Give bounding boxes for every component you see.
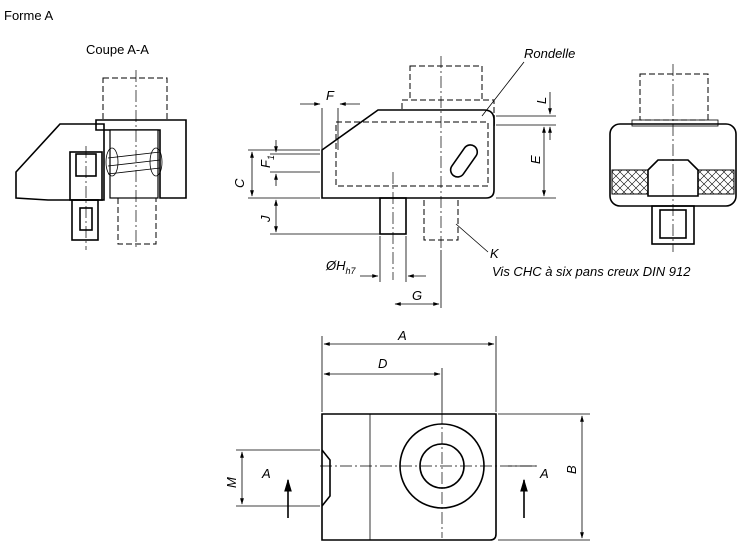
label-screw-desc: Vis CHC à six pans creux DIN 912 <box>492 264 691 279</box>
dim-f: F <box>326 88 335 103</box>
top-view <box>320 412 540 541</box>
dim-d: D <box>378 356 387 371</box>
section-view <box>15 70 187 250</box>
dim-j: J <box>258 215 273 223</box>
section-title: Coupe A-A <box>86 42 149 57</box>
label-screw-ref: K <box>490 246 500 261</box>
front-view-dimensions: F F1 C J L E ØHh7 G <box>232 88 556 308</box>
dim-c: C <box>232 178 247 188</box>
top-view-dimensions: A D B M <box>224 328 590 541</box>
dim-e: E <box>528 155 543 164</box>
dim-a: A <box>397 328 407 343</box>
dim-m: M <box>224 477 239 488</box>
section-mark-right: A <box>539 466 549 481</box>
dim-b: B <box>564 465 579 474</box>
dim-f1: F1 <box>258 155 276 168</box>
dim-h: ØHh7 <box>325 258 357 276</box>
side-view <box>609 64 737 252</box>
dim-g: G <box>412 288 422 303</box>
label-washer: Rondelle <box>524 46 575 61</box>
front-view-callouts: Rondelle K Vis CHC à six pans creux DIN … <box>455 46 691 279</box>
section-markers: A A <box>261 466 549 518</box>
section-mark-left: A <box>261 466 271 481</box>
page-title: Forme A <box>4 8 53 23</box>
front-view <box>321 56 495 280</box>
dim-l: L <box>534 97 549 104</box>
